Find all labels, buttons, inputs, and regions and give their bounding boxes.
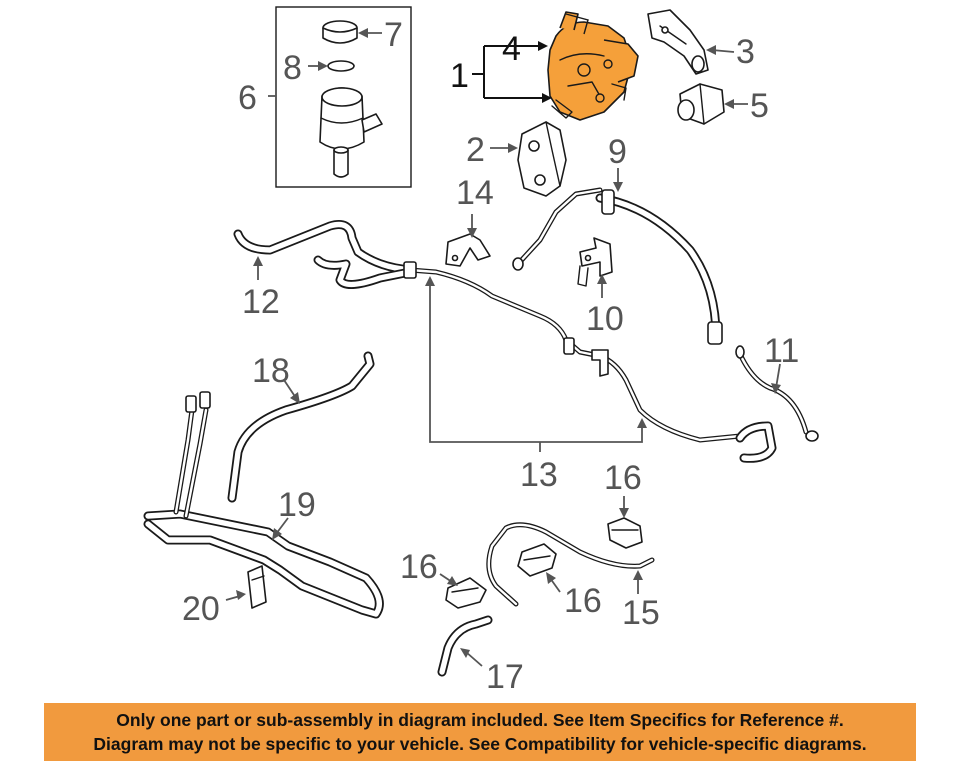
callout-label-8: 8: [283, 49, 302, 87]
callout-label-3: 3: [736, 33, 755, 71]
callout-label-9: 9: [608, 133, 627, 171]
disclaimer-banner: Only one part or sub-assembly in diagram…: [44, 703, 916, 761]
callout-label-14: 14: [456, 174, 494, 212]
callout-label-6: 6: [238, 79, 257, 117]
cooler-clip-part: [247, 565, 267, 609]
callout-label-10: 10: [586, 300, 624, 338]
callout-leader-13: [429, 282, 643, 443]
callout-label-20: 20: [182, 590, 220, 628]
callout-arrow-20: [236, 590, 246, 600]
callout-arrow-9: [613, 182, 623, 192]
callout-arrow-19: [272, 528, 282, 540]
clip-part-a: [607, 517, 643, 549]
callout-label-16a: 16: [604, 459, 642, 497]
callout-label-2: 2: [466, 131, 485, 169]
callout-leader-11: [775, 363, 781, 389]
callout-label-12: 12: [242, 283, 280, 321]
power-steering-pump-highlighted: [547, 11, 639, 121]
callout-label-17-final-bound: 17: [486, 658, 524, 696]
callout-label-11: 11: [764, 332, 799, 370]
return-tube-part: [735, 345, 819, 442]
callout-label-19: 19: [278, 486, 316, 524]
callout-arrow-13-right: [637, 418, 647, 428]
disclaimer-line-2: Diagram may not be specific to your vehi…: [93, 734, 867, 754]
reservoir-cap-part: [322, 20, 358, 44]
reservoir-inset-box: [275, 6, 412, 188]
clamp-bracket-part: [445, 233, 491, 267]
callout-arrow-14: [467, 228, 477, 238]
callout-arrow-13-left: [425, 276, 435, 286]
callout-label-7: 7: [384, 16, 403, 54]
pump-bracket-part: [647, 9, 709, 75]
callout-arrow-16c: [546, 572, 556, 584]
callout-label-13: 13: [520, 456, 558, 494]
callout-arrow-17: [460, 648, 470, 658]
callout-arrow-16a: [619, 508, 629, 518]
callout-arrow-2: [508, 143, 518, 153]
callout-arrow-11: [771, 383, 781, 394]
callout-label-18: 18: [252, 352, 290, 390]
callout-label-16b: 16: [400, 548, 438, 586]
callout-arrow-8: [318, 61, 328, 71]
pressure-tube-assembly-part: [403, 261, 777, 463]
pressure-switch-part: [677, 83, 725, 125]
callout-leader-1: [472, 45, 544, 99]
callout-arrow-12: [253, 256, 263, 266]
clip-part-c: [517, 543, 557, 577]
callout-arrow-10: [597, 274, 607, 284]
callout-arrow-1-top: [538, 41, 548, 51]
callout-arrow-5: [724, 99, 734, 109]
hose-bracket-part: [577, 237, 613, 287]
callout-label-16c-text: 16: [564, 582, 602, 620]
callout-label-4: 4: [502, 30, 521, 68]
pressure-hose-part: [512, 187, 723, 345]
callout-leader-17: [465, 651, 483, 667]
callout-arrow-15: [633, 570, 643, 580]
callout-label-5: 5: [750, 87, 769, 125]
callout-arrow-16b: [447, 576, 458, 586]
callout-arrow-18: [290, 392, 300, 404]
disclaimer-line-1: Only one part or sub-assembly in diagram…: [116, 710, 844, 730]
suction-hose-part: [227, 351, 375, 503]
parts-diagram: 6 7 8 1 4 3 5: [143, 6, 819, 696]
return-hose-part: [233, 220, 417, 289]
callout-arrow-3: [706, 45, 716, 55]
callout-label-1: 1: [450, 57, 469, 95]
callout-label-15: 15: [622, 594, 660, 632]
vent-tube-part: [486, 522, 655, 607]
small-hose-part: [437, 615, 493, 677]
callout-arrow-7: [358, 28, 368, 38]
callout-arrow-1-bottom: [542, 93, 552, 103]
oring-part: [327, 60, 355, 72]
oil-cooler-part: [143, 391, 384, 619]
reservoir-tank-part: [319, 87, 383, 178]
mounting-bracket-part: [517, 121, 567, 197]
